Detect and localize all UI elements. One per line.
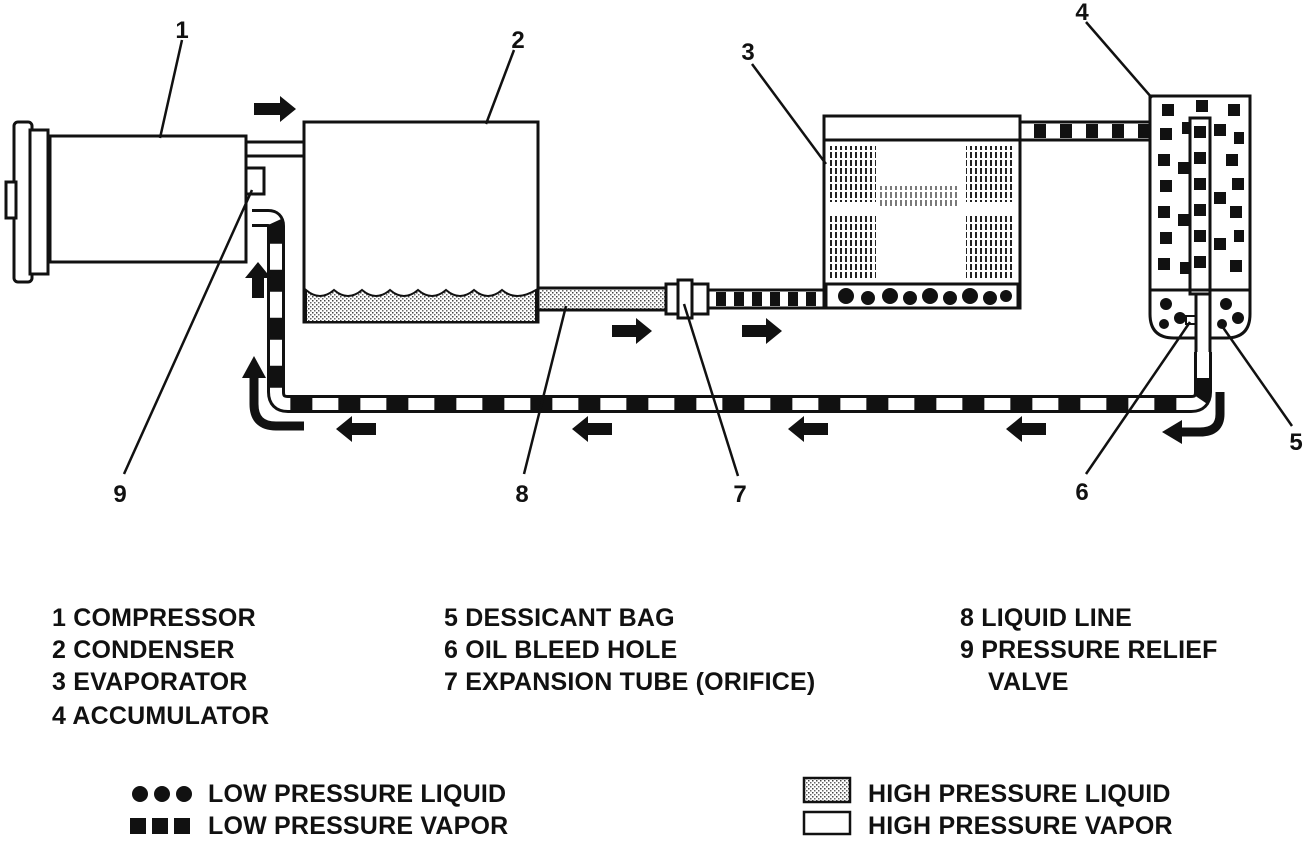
legend-item: 3 EVAPORATOR xyxy=(52,668,248,696)
low-pressure-vapor-swatch xyxy=(130,818,190,834)
legend-high-pressure-liquid: HIGH PRESSURE LIQUID xyxy=(868,780,1171,808)
callout-6: 6 xyxy=(1075,479,1088,506)
callout-5: 5 xyxy=(1289,429,1302,456)
parts-legend: 1 COMPRESSOR 2 CONDENSER 3 EVAPORATOR 4 … xyxy=(52,604,1218,730)
legend-item: 5 DESSICANT BAG xyxy=(444,604,675,632)
discharge-line xyxy=(244,140,308,158)
callout-3: 3 xyxy=(741,39,754,66)
arrow-left-icon xyxy=(572,416,612,442)
state-legend: LOW PRESSURE LIQUID LOW PRESSURE VAPOR H… xyxy=(130,776,1173,840)
legend-item: 1 COMPRESSOR xyxy=(52,604,256,632)
arrow-right-icon xyxy=(254,96,296,122)
callout-9: 9 xyxy=(113,481,126,508)
legend-item: VALVE xyxy=(988,668,1069,696)
arrow-right-icon xyxy=(612,318,652,344)
compressor xyxy=(4,120,266,284)
accumulator xyxy=(1148,94,1252,356)
suction-return-line xyxy=(252,209,1212,413)
expansion-tube xyxy=(664,278,710,320)
curved-arrow-left-icon xyxy=(1180,392,1225,437)
arrow-left-icon xyxy=(336,416,376,442)
callouts: 1 2 3 4 5 6 7 8 9 xyxy=(113,0,1302,508)
callout-8: 8 xyxy=(515,481,528,508)
arrow-left-icon xyxy=(788,416,828,442)
liquid-line xyxy=(536,286,672,312)
arrow-up-icon xyxy=(245,262,271,298)
arrow-right-icon xyxy=(742,318,782,344)
low-pressure-liquid-line xyxy=(706,288,828,310)
evaporator-outlet-line xyxy=(1018,120,1158,142)
legend-low-pressure-liquid: LOW PRESSURE LIQUID xyxy=(208,780,506,808)
legend-item: 9 PRESSURE RELIEF xyxy=(960,636,1218,664)
arrowhead-icon xyxy=(242,356,266,378)
legend-low-pressure-vapor: LOW PRESSURE VAPOR xyxy=(208,812,508,840)
condenser xyxy=(302,120,540,324)
callout-2: 2 xyxy=(511,27,524,54)
legend-item: 8 LIQUID LINE xyxy=(960,604,1132,632)
evaporator xyxy=(822,114,1022,310)
leader-lines xyxy=(122,21,1294,477)
arrowhead-icon xyxy=(1162,420,1182,444)
callout-7: 7 xyxy=(733,481,746,508)
high-pressure-vapor-swatch xyxy=(802,810,852,836)
legend-item: 2 CONDENSER xyxy=(52,636,235,664)
legend-high-pressure-vapor: HIGH PRESSURE VAPOR xyxy=(868,812,1173,840)
legend-item: 6 OIL BLEED HOLE xyxy=(444,636,677,664)
flow-arrows xyxy=(245,96,1046,442)
legend-item: 4 ACCUMULATOR xyxy=(52,702,269,730)
curved-flow-arrows xyxy=(249,376,1225,437)
legend-item: 7 EXPANSION TUBE (ORIFICE) xyxy=(444,668,815,696)
arrow-left-icon xyxy=(1006,416,1046,442)
callout-4: 4 xyxy=(1075,0,1089,26)
high-pressure-liquid-swatch xyxy=(802,776,852,804)
curved-arrow-up-icon xyxy=(249,376,304,431)
callout-1: 1 xyxy=(175,17,188,44)
low-pressure-liquid-swatch xyxy=(132,786,192,802)
